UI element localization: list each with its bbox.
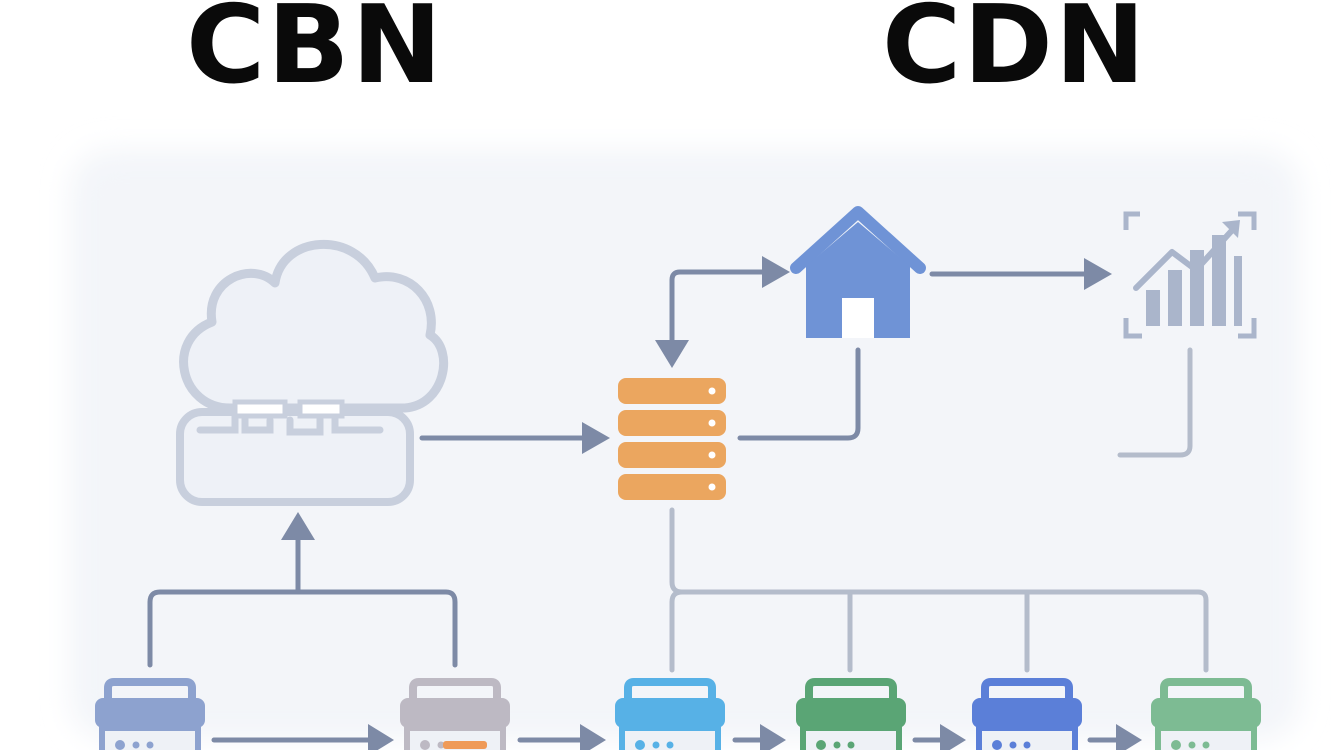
arrowhead-chain-4 (940, 724, 966, 750)
arrowhead-to-origin (582, 422, 610, 454)
edge-nodes (95, 678, 1261, 750)
title-cdn: CDN (882, 0, 1148, 108)
arrowhead-to-home (762, 256, 790, 288)
arrowhead-chain-3 (760, 724, 786, 750)
connector-origin-home (669, 269, 773, 343)
connector-bus-drop-1 (669, 589, 685, 673)
cloud-icon (176, 240, 449, 506)
edge-server-icon (1151, 678, 1261, 750)
arrowhead-to-cloud (281, 512, 315, 540)
house-icon (790, 206, 926, 338)
server-stack-icon (618, 378, 726, 500)
connector-edges-to-cloud (147, 589, 458, 668)
edge-server-icon (95, 678, 205, 750)
edge-server-icon (972, 678, 1082, 750)
arrowhead-down-to-origin (655, 340, 689, 368)
arrowhead-to-analytics (1084, 258, 1112, 290)
arrowhead-chain-5 (1116, 724, 1142, 750)
connector-origin-home-return (737, 347, 861, 441)
edge-server-icon (796, 678, 906, 750)
edge-server-icon (400, 678, 510, 750)
connector-analytics-faint (1117, 347, 1193, 458)
edge-server-icon (615, 678, 725, 750)
connector-origin-to-bus (669, 507, 1209, 673)
arrowhead-chain-1 (368, 724, 394, 750)
arrowhead-chain-2 (580, 724, 606, 750)
bar-chart-trend-icon (1123, 211, 1257, 339)
title-cbn: CBN (186, 0, 444, 108)
